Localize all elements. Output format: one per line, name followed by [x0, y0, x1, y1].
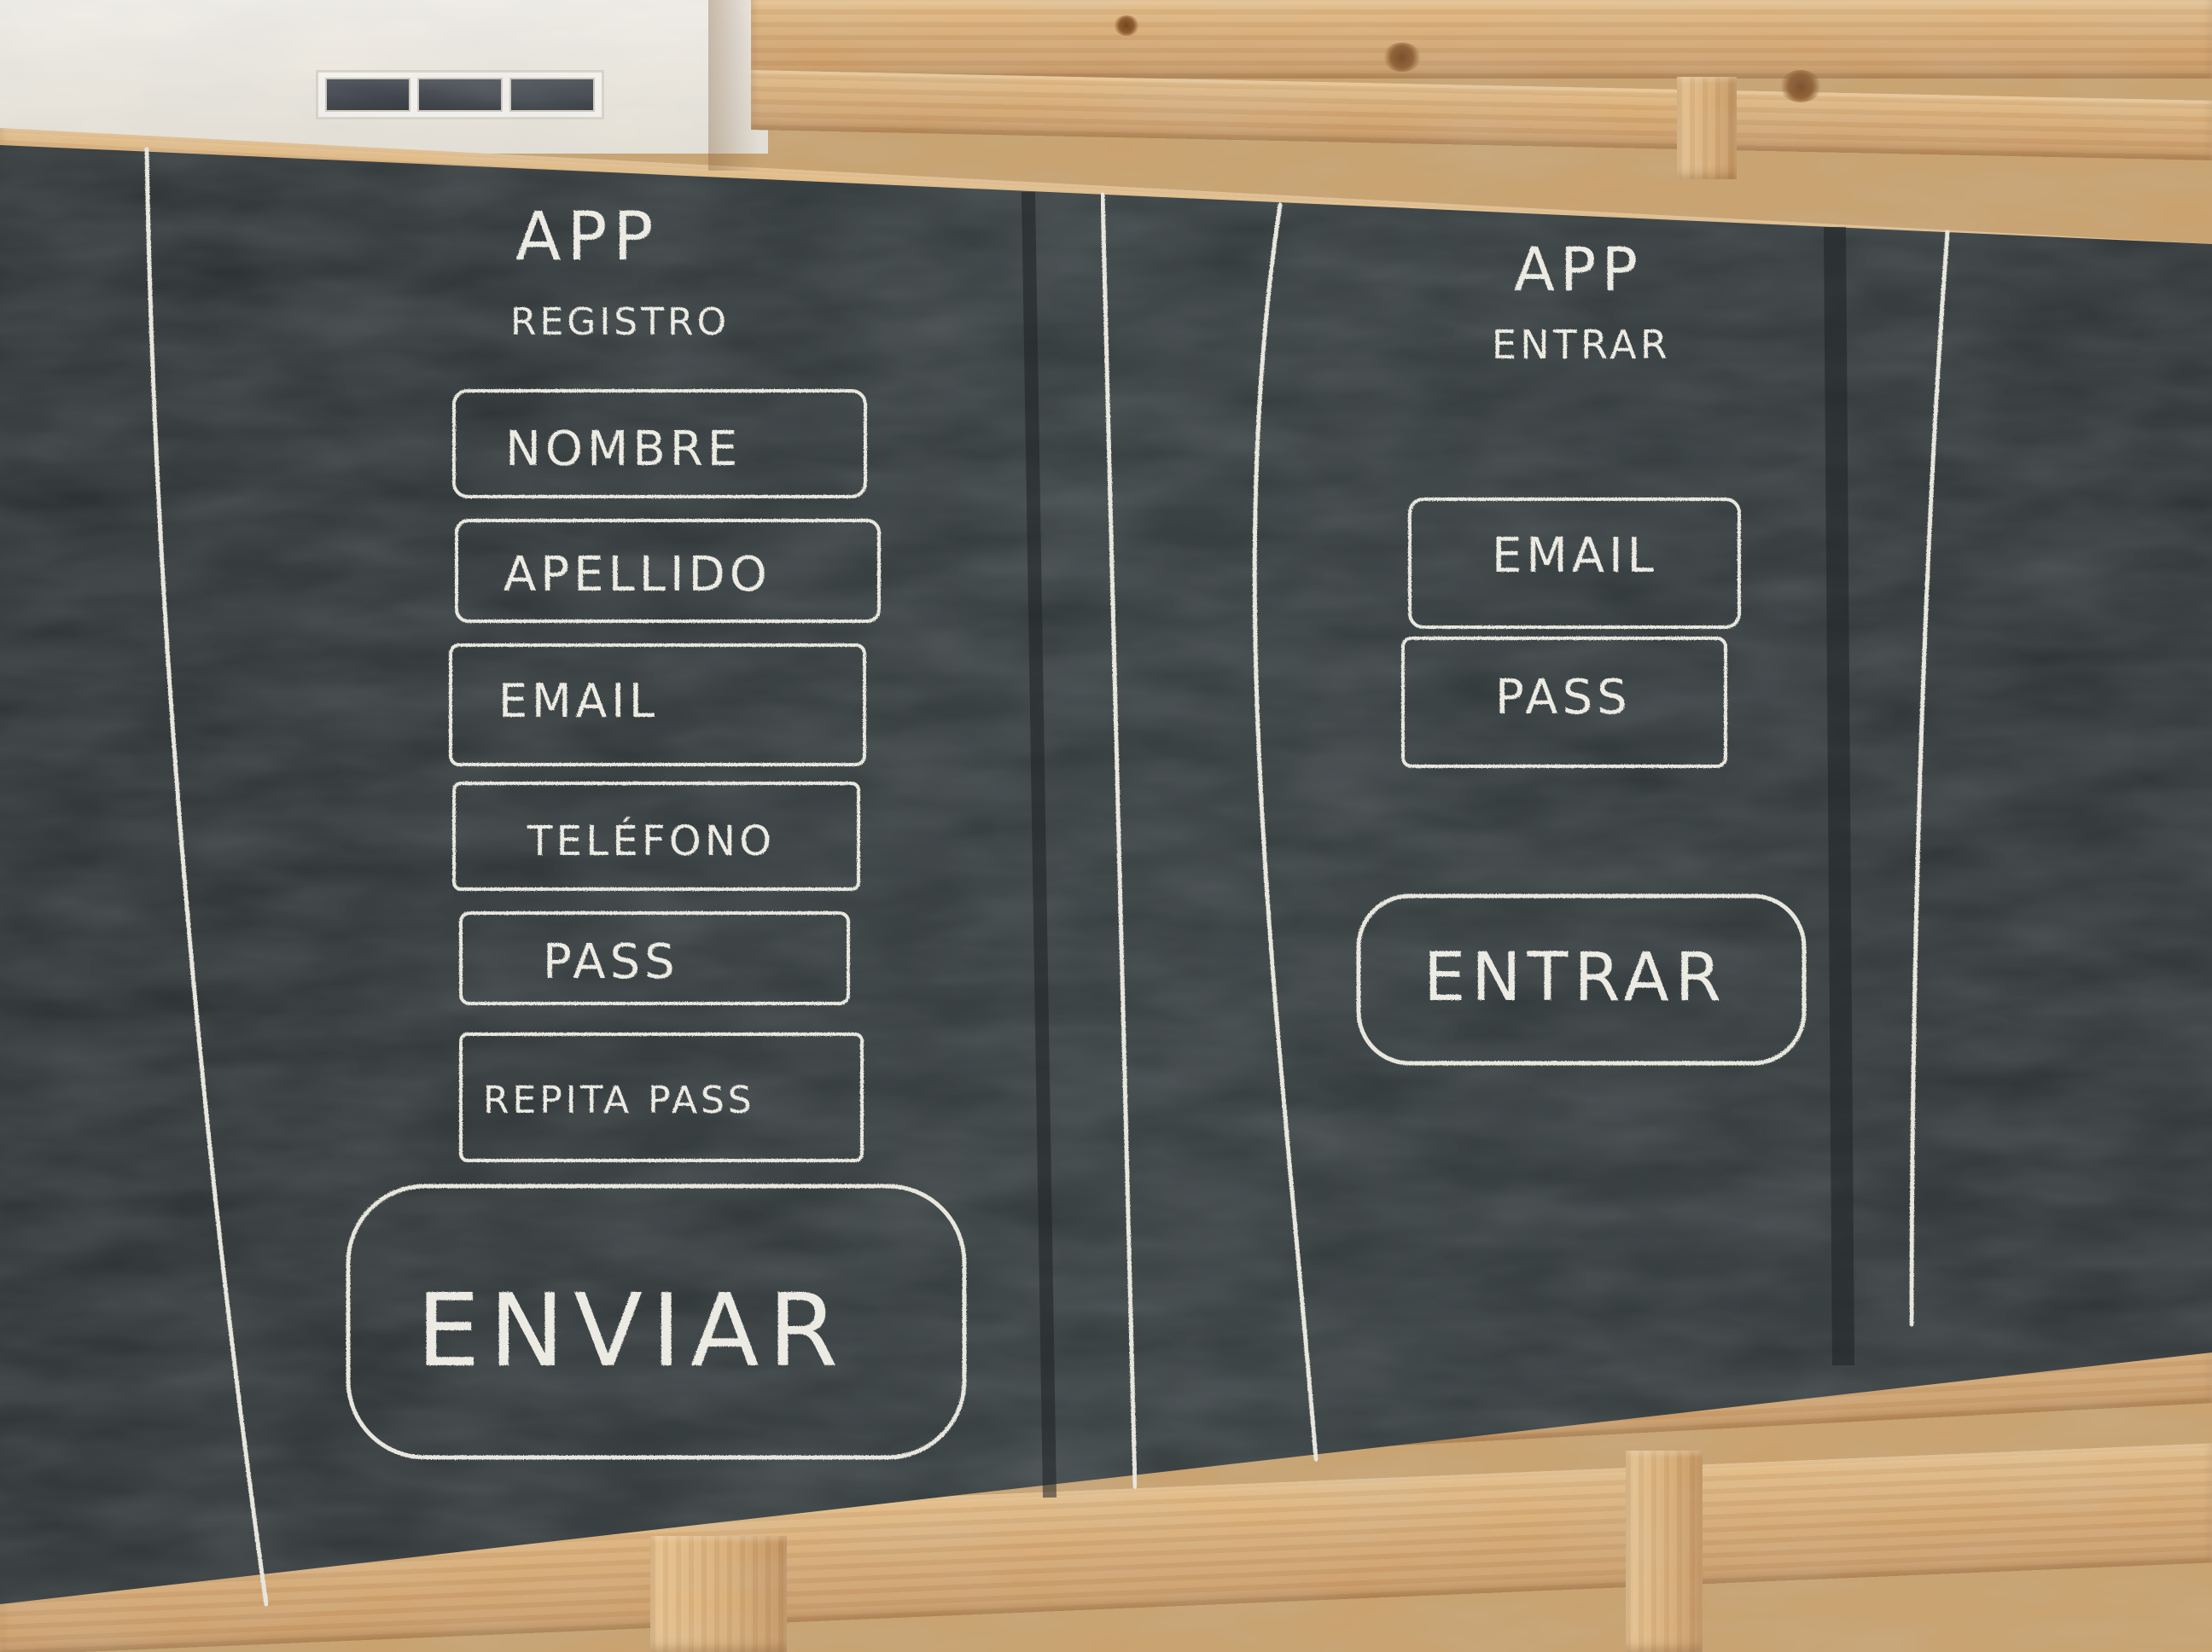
login-email-field-label: EMAIL — [1492, 528, 1658, 584]
board-seam — [1824, 226, 1854, 1366]
wood-knot — [1382, 43, 1422, 72]
login-email-field[interactable] — [1408, 497, 1741, 629]
pass-field-label: PASS — [543, 934, 679, 990]
window-pane — [325, 78, 410, 112]
email-field-label: EMAIL — [498, 674, 659, 728]
chalk-divider-line — [1252, 202, 1318, 1462]
registro-wireframe: APP REGISTRO NOMBRE APELLIDO EMAIL TELÉF… — [346, 199, 967, 1460]
entrar-subtitle: ENTRAR — [1492, 322, 1671, 368]
chalkboard-smudges — [0, 145, 2212, 1604]
entrar-app-title: APP — [1514, 235, 1643, 305]
window-pane — [509, 78, 595, 112]
enviar-button-label: ENVIAR — [416, 1271, 847, 1389]
login-pass-field[interactable] — [1401, 637, 1727, 768]
email-field[interactable] — [449, 643, 866, 766]
post-shadow — [708, 0, 760, 171]
registro-subtitle: REGISTRO — [510, 300, 730, 344]
window-pane — [417, 78, 503, 112]
apellido-field[interactable] — [455, 519, 881, 623]
board-seam — [1022, 191, 1057, 1498]
chalk-divider-line — [1909, 230, 1950, 1327]
wood-knot — [1114, 15, 1139, 36]
repita-pass-field[interactable] — [459, 1032, 864, 1162]
nombre-field[interactable] — [452, 389, 867, 498]
wood-knot — [1779, 70, 1822, 102]
telefono-field[interactable] — [452, 782, 860, 891]
chalk-divider-line — [144, 147, 269, 1607]
wood-post-bottom-right — [1626, 1451, 1703, 1652]
pass-field[interactable] — [459, 911, 850, 1005]
nombre-field-label: NOMBRE — [505, 422, 742, 477]
registro-app-title: APP — [515, 199, 660, 276]
telefono-field-label: TELÉFONO — [527, 817, 775, 865]
background-window — [316, 70, 604, 119]
wood-post-bottom — [650, 1536, 787, 1652]
entrar-button-label: ENTRAR — [1423, 939, 1727, 1016]
wood-slat-top-1 — [751, 0, 2212, 79]
entrar-button[interactable] — [1356, 893, 1807, 1066]
login-pass-field-label: PASS — [1495, 670, 1632, 725]
apellido-field-label: APELLIDO — [504, 547, 771, 602]
enviar-button[interactable] — [346, 1184, 967, 1460]
entrar-wireframe: APP ENTRAR EMAIL PASS ENTRAR — [1356, 235, 1807, 1066]
wood-post-top — [1677, 77, 1737, 179]
repita-pass-field-label: REPITA PASS — [483, 1079, 755, 1122]
